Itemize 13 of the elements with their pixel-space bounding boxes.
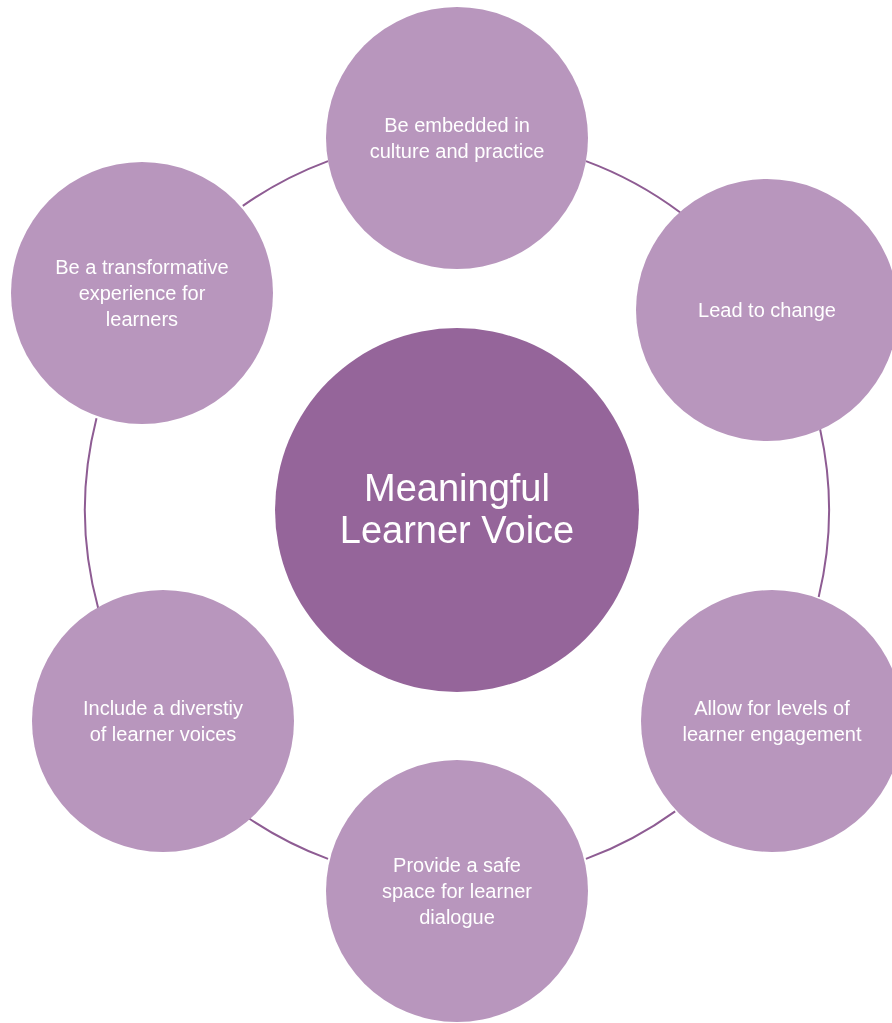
central-title: Meaningful Learner Voice xyxy=(338,468,576,552)
connector-arc xyxy=(84,417,100,610)
topic-text: Lead to change xyxy=(698,298,836,323)
topic-text: Be a transformative experience for learners xyxy=(54,255,230,332)
connector-arc xyxy=(584,160,682,214)
connector-arc xyxy=(584,810,677,860)
topic-text: Provide a safe space for learner dialogue xyxy=(380,853,534,930)
connector-arc xyxy=(241,160,330,207)
topic-text: Allow for levels of learner engagement xyxy=(681,696,863,747)
topic-text: Include a diverstiy of learner voices xyxy=(81,696,245,747)
connector-arc xyxy=(247,817,330,860)
connector-arc xyxy=(817,428,830,599)
topic-text: Be embedded in culture and practice xyxy=(368,113,546,164)
